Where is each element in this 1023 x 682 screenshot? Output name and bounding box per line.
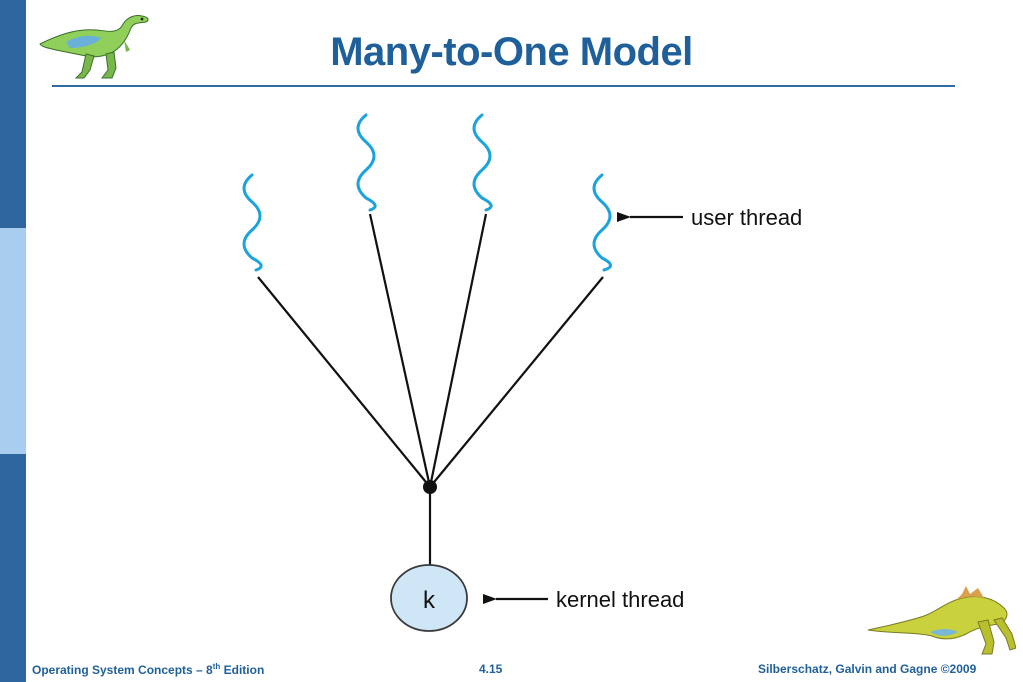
user-thread-4-connector — [429, 276, 604, 488]
user-thread-label: user thread — [691, 205, 802, 230]
slide-side-bar — [0, 0, 26, 682]
dinosaur-logo-icon — [867, 586, 1016, 655]
side-bar-middle — [0, 228, 26, 454]
kernel-thread-node — [390, 564, 468, 632]
footer-page-number: 4.15 — [479, 662, 503, 676]
footer-book-title: Operating System Concepts – 8th Edition — [32, 662, 264, 677]
user-thread-3-connector — [428, 213, 488, 488]
footer-edition-word: Edition — [220, 663, 265, 677]
user-thread-1-wave — [242, 173, 263, 272]
user-thread-2-connector — [368, 213, 432, 488]
kernel-thread-node-label: k — [423, 587, 436, 614]
user-thread-4-wave — [592, 173, 612, 272]
footer-authors: Silberschatz, Galvin and Gagne ©2009 — [758, 662, 977, 676]
user-thread-2-wave — [356, 113, 377, 212]
footer-edition-superscript: th — [212, 662, 221, 671]
title-divider — [52, 85, 955, 87]
user-thread-3-wave — [472, 113, 493, 212]
user-thread-1-connector — [257, 276, 431, 488]
kernel-thread-label: kernel thread — [556, 587, 684, 612]
side-bar-top — [0, 0, 26, 228]
side-bar-bottom — [0, 454, 26, 682]
footer-book-title-text: Operating System Concepts – 8 — [32, 663, 213, 677]
dinosaur-logo-icon — [39, 15, 149, 79]
slide-title: Many-to-One Model — [330, 30, 693, 74]
